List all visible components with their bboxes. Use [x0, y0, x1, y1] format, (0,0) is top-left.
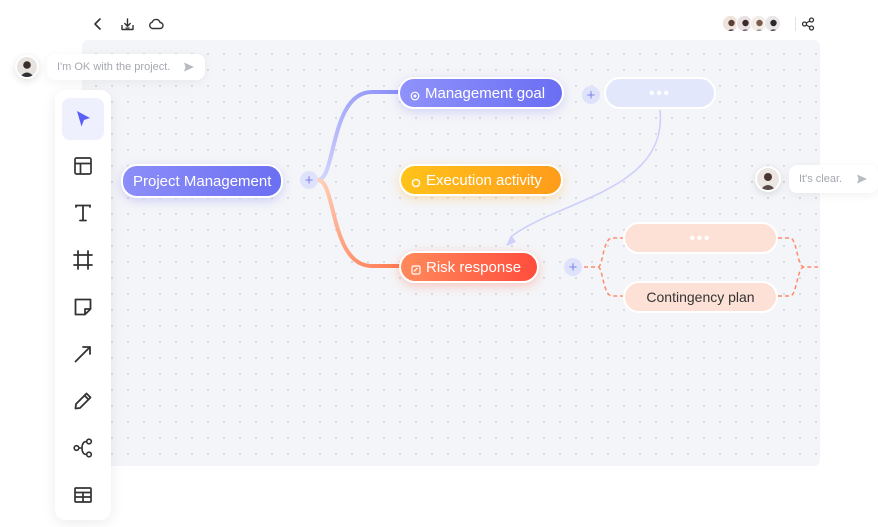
- table-icon: [74, 487, 92, 503]
- download-icon[interactable]: [118, 15, 136, 33]
- comment-bubble[interactable]: I'm OK with the project.: [47, 54, 205, 80]
- avatar[interactable]: [750, 15, 767, 32]
- sticky-note-icon: [74, 298, 92, 316]
- node-risk-response[interactable]: Risk response: [399, 251, 539, 283]
- frame-icon: [73, 250, 93, 270]
- add-node-button[interactable]: +: [300, 171, 318, 189]
- placeholder-node[interactable]: •••: [604, 77, 716, 109]
- tool-line[interactable]: [62, 333, 104, 375]
- layout-icon: [74, 157, 92, 175]
- share-icon[interactable]: [799, 15, 817, 33]
- plus-icon: +: [568, 258, 578, 276]
- divider: [795, 17, 796, 31]
- tool-layout[interactable]: [62, 145, 104, 187]
- pen-icon: [74, 392, 92, 410]
- cursor-arrow-icon: [77, 111, 90, 127]
- node-contingency-plan[interactable]: Contingency plan: [623, 281, 778, 313]
- comment-text: It's clear.: [799, 173, 843, 185]
- ellipsis-icon: •••: [649, 84, 671, 102]
- plus-icon: +: [304, 171, 314, 189]
- node-label: Project Management: [133, 172, 272, 190]
- tool-frame[interactable]: [62, 239, 104, 281]
- tool-text[interactable]: [62, 192, 104, 234]
- tool-table[interactable]: [62, 474, 104, 516]
- collaborator-avatars[interactable]: [722, 15, 781, 32]
- comment-bubble[interactable]: It's clear.: [789, 165, 878, 193]
- comment-avatar[interactable]: [15, 55, 39, 79]
- edit-icon: [411, 262, 421, 275]
- node-label: Contingency plan: [646, 289, 755, 305]
- root-node[interactable]: Project Management: [121, 164, 283, 198]
- tool-select[interactable]: [62, 98, 104, 140]
- tool-pen[interactable]: [62, 380, 104, 422]
- cloud-icon[interactable]: [147, 15, 165, 33]
- back-icon[interactable]: [89, 15, 107, 33]
- tool-mind-map[interactable]: [62, 427, 104, 469]
- add-node-button[interactable]: +: [564, 258, 582, 276]
- avatar[interactable]: [722, 15, 739, 32]
- placeholder-node[interactable]: •••: [623, 222, 778, 254]
- avatar[interactable]: [764, 15, 781, 32]
- ellipsis-icon: •••: [689, 229, 712, 247]
- comment-avatar[interactable]: [755, 166, 781, 192]
- tool-sidebar: [55, 90, 111, 520]
- plus-icon: +: [586, 86, 596, 104]
- node-management-goal[interactable]: Management goal: [398, 77, 564, 109]
- send-icon[interactable]: [183, 61, 195, 73]
- arrow-line-icon: [74, 346, 91, 363]
- mind-map-icon: [73, 438, 93, 458]
- node-label: Execution activity: [426, 171, 542, 189]
- send-icon[interactable]: [856, 173, 868, 185]
- text-icon: [75, 204, 91, 222]
- node-label: Management goal: [425, 84, 546, 102]
- comment-text: I'm OK with the project.: [57, 61, 171, 73]
- tool-sticky-note[interactable]: [62, 286, 104, 328]
- add-node-button[interactable]: +: [582, 86, 600, 104]
- circle-icon: [411, 175, 421, 188]
- node-execution-activity[interactable]: Execution activity: [399, 164, 563, 196]
- node-label: Risk response: [426, 258, 522, 276]
- target-icon: [410, 88, 420, 101]
